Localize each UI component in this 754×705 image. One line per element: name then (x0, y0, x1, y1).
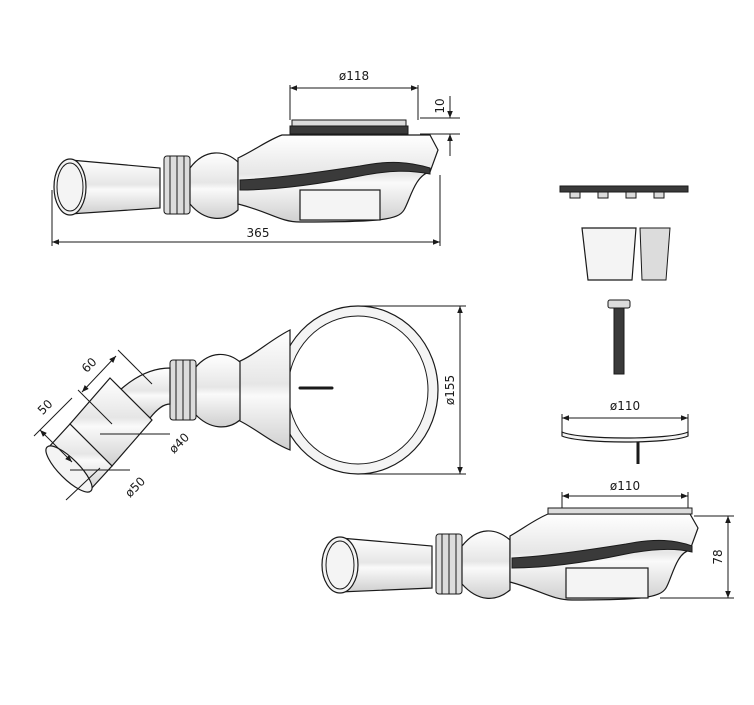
drain-body (237, 134, 439, 223)
label-bottom-grate: ø110 (610, 479, 640, 493)
plan-coupling-nut (169, 359, 197, 421)
label-grate-height: 10 (433, 98, 447, 113)
label-body-diameter: ø155 (443, 375, 457, 405)
plan-bulge (194, 353, 241, 428)
bottom-outlet-pipe (321, 536, 433, 594)
label-outlet-inner: ø40 (166, 430, 192, 456)
part-grate-plate (559, 185, 689, 199)
coupling-nut (163, 155, 191, 215)
label-bottom-height: 78 (711, 549, 725, 564)
part-cover (561, 431, 689, 464)
grate (289, 119, 409, 135)
bottom-coupling-nut (435, 533, 463, 595)
side-view-top: ø118 10 365 (51, 69, 460, 246)
exploded-parts: ø110 (559, 185, 689, 464)
label-cover-diameter: ø110 (610, 399, 640, 413)
bottom-bulge (461, 530, 511, 599)
body-neck (237, 329, 291, 451)
label-outlet-outer: ø50 (122, 474, 148, 500)
bulge-connector (189, 152, 239, 219)
label-elbow-a: 60 (79, 355, 100, 376)
part-screw (607, 299, 631, 375)
bottom-drain-body (509, 507, 699, 601)
label-total-length: 365 (247, 226, 270, 240)
plan-view: 60 50 ø40 ø50 ø155 (33, 305, 466, 501)
side-view-bottom: ø110 78 (321, 479, 734, 601)
outlet-pipe (53, 158, 161, 216)
label-grate-diameter: ø118 (339, 69, 369, 83)
round-body (277, 305, 439, 475)
label-elbow-b: 50 (35, 397, 56, 418)
part-trap-cups (581, 227, 671, 281)
